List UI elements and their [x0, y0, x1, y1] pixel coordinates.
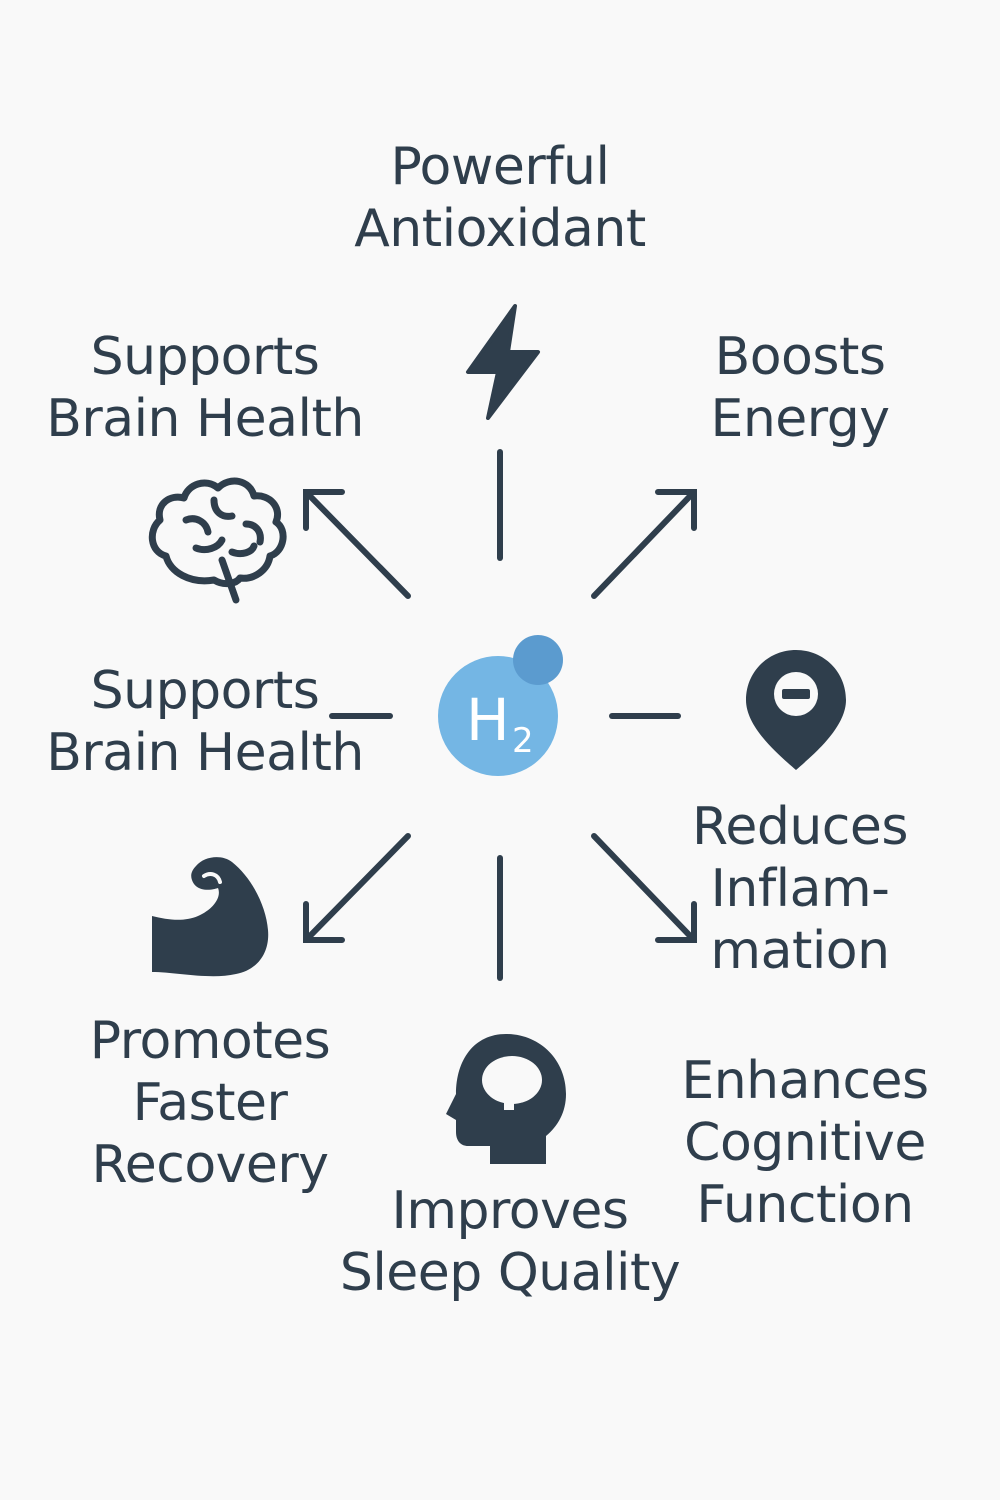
arrow-up-right — [591, 489, 697, 599]
location-pin-minus-icon — [746, 650, 846, 770]
lightning-bolt-icon — [466, 304, 540, 420]
label-line: Promotes — [89, 1011, 331, 1071]
head-profile-icon — [446, 1034, 566, 1164]
label-line: Function — [696, 1175, 914, 1235]
label-line: Brain Health — [46, 389, 364, 449]
label-supports-brain-health-middle: Supports Brain Health — [20, 660, 390, 784]
label-line: Supports — [90, 661, 320, 721]
label-line: Enhances — [681, 1051, 929, 1111]
label-line: Boosts — [714, 327, 886, 387]
molecule-subscript: 2 — [512, 721, 534, 761]
label-line: Brain Health — [46, 723, 364, 783]
label-improves-sleep-quality: Improves Sleep Quality — [300, 1180, 720, 1304]
label-supports-brain-health-top: Supports Brain Health — [20, 326, 390, 450]
label-line: Cognitive — [684, 1113, 926, 1173]
brain-icon — [148, 477, 287, 604]
molecule-symbol: H — [466, 686, 510, 754]
label-line: Inflam- — [710, 859, 890, 919]
label-line: Improves — [391, 1181, 629, 1241]
molecule-large-circle — [438, 656, 558, 776]
label-line: Antioxidant — [354, 199, 646, 259]
label-line: Supports — [90, 327, 320, 387]
label-line: mation — [710, 921, 890, 981]
arrow-down-left — [303, 833, 411, 943]
label-line: Sleep Quality — [339, 1243, 681, 1303]
label-promotes-faster-recovery: Promotes Faster Recovery — [40, 1010, 380, 1196]
label-powerful-antioxidant: Powerful Antioxidant — [300, 136, 700, 260]
label-boosts-energy: Boosts Energy — [640, 326, 960, 450]
label-enhances-cognitive-function: Enhances Cognitive Function — [640, 1050, 970, 1236]
h2-molecule: H 2 — [438, 635, 563, 776]
label-line: Recovery — [91, 1135, 329, 1195]
label-line: Powerful — [390, 137, 610, 197]
label-line: Reduces — [692, 797, 908, 857]
molecule-small-circle — [513, 635, 563, 685]
label-reduces-inflammation: Reduces Inflam- mation — [640, 796, 960, 982]
arrow-down-right — [591, 833, 697, 943]
arrow-up-left — [303, 489, 411, 599]
label-line: Faster — [132, 1073, 288, 1133]
flexed-bicep-icon — [152, 857, 269, 977]
label-line: Energy — [710, 389, 890, 449]
